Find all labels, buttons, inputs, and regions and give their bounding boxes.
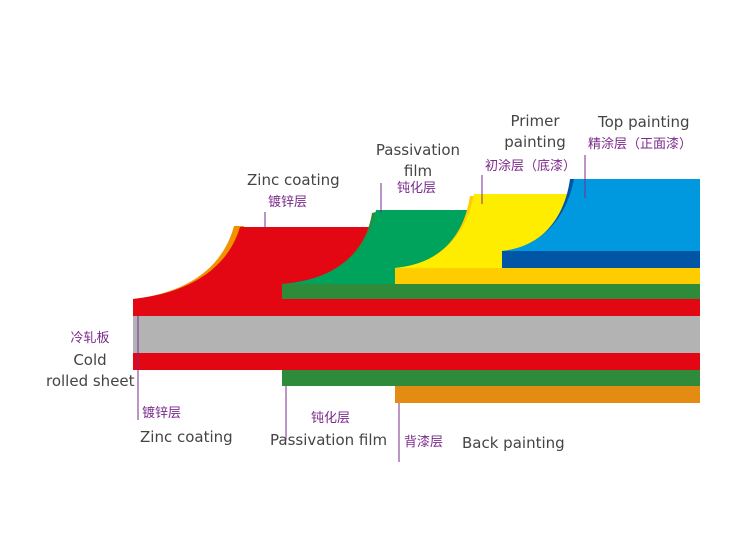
top-painting-label-en: Top painting — [598, 113, 690, 131]
passivation-top-label-en-2: film — [403, 162, 433, 180]
passivation-strip-bottom — [282, 370, 700, 386]
top-painting-strip — [502, 251, 700, 268]
passivation-bottom-label-cn: 钝化层 — [311, 411, 351, 426]
primer-strip — [395, 268, 700, 284]
back-painting-label-cn: 背漆层 — [404, 435, 444, 450]
zinc-strip-top — [133, 299, 700, 316]
back-painting-strip — [395, 386, 700, 403]
cold-rolled-label-en-1: Cold — [73, 351, 107, 369]
cold-rolled-label-cn: 冷轧板 — [70, 331, 110, 346]
primer-label-cn: 初涂层（底漆） — [485, 159, 577, 174]
top-painting-layer-curl — [502, 179, 700, 251]
passivation-strip-top — [282, 284, 700, 299]
primer-label-en-1: Primer — [510, 112, 560, 130]
passivation-top-label-cn: 钝化层 — [397, 181, 437, 196]
cold-rolled-sheet — [133, 316, 700, 353]
passivation-bottom-label-en: Passivation film — [270, 431, 388, 449]
cold-rolled-label-en-2: rolled sheet — [46, 372, 135, 390]
zinc-top-label-en: Zinc coating — [247, 171, 340, 189]
zinc-strip-bottom — [133, 353, 700, 370]
top-painting-label-cn: 精涂层（正面漆） — [588, 137, 693, 152]
zinc-bottom-label-cn: 镀锌层 — [142, 406, 182, 421]
back-painting-label-en: Back painting — [462, 434, 565, 452]
primer-label-en-2: painting — [504, 133, 566, 151]
passivation-top-label-en-1: Passivation — [375, 141, 461, 159]
zinc-top-label-cn: 镀锌层 — [268, 195, 308, 210]
zinc-bottom-label-en: Zinc coating — [140, 428, 233, 446]
